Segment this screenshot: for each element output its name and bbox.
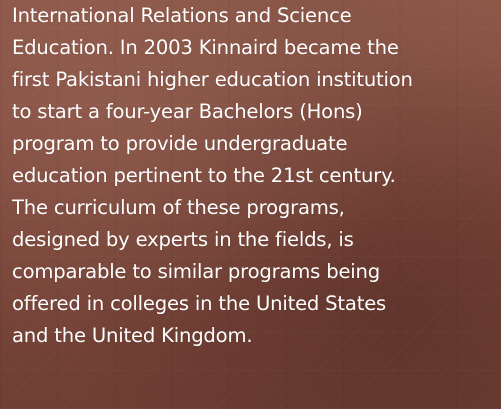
paragraph-line: education pertinent to the 21st century. <box>12 164 396 187</box>
paragraph-line: comparable to similar programs being <box>12 260 380 283</box>
paragraph-line: offered in colleges in the United States <box>12 292 387 315</box>
paragraph-line: Education. In 2003 Kinnaird became the <box>12 36 399 59</box>
paragraph-line: International Relations and Science <box>12 4 352 27</box>
paragraph-line: to start a four-year Bachelors (Hons) <box>12 100 363 123</box>
paragraph-line: and the United Kingdom. <box>12 324 253 347</box>
paragraph-line: first Pakistani higher education institu… <box>12 68 413 91</box>
body-paragraph: International Relations and Science Educ… <box>12 0 498 352</box>
paragraph-line: program to provide undergraduate <box>12 132 348 155</box>
paragraph-line: The curriculum of these programs, <box>12 196 345 219</box>
paragraph-line: designed by experts in the fields, is <box>12 228 354 251</box>
